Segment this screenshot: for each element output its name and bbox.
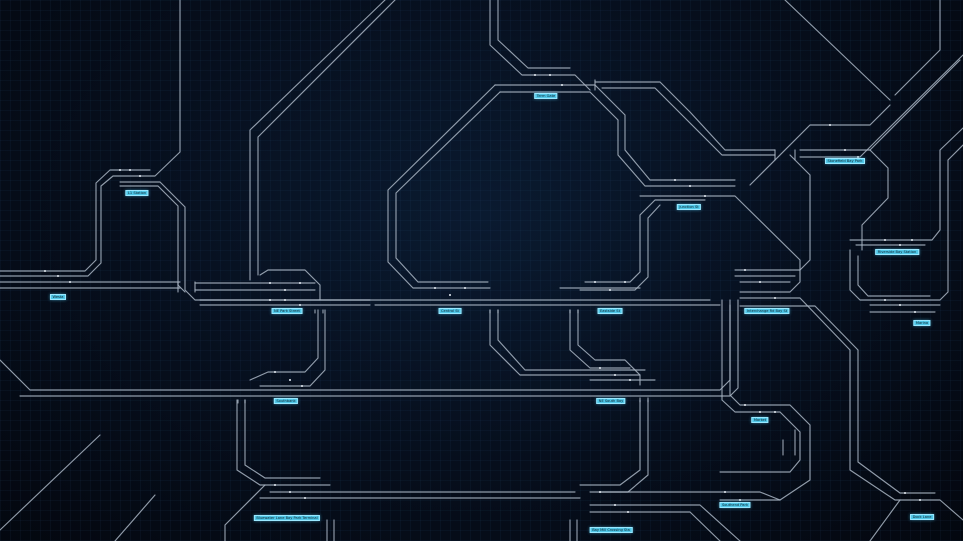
station-label[interactable]: Junction St bbox=[676, 204, 702, 210]
station-label[interactable]: Dock Lane bbox=[910, 514, 934, 520]
station-label[interactable]: Bay Mill Crossing Sta bbox=[589, 527, 633, 533]
station-label[interactable]: Eastside St bbox=[597, 308, 623, 314]
station-label[interactable]: Riverside Bay Station bbox=[875, 249, 919, 255]
station-label[interactable]: Stonefield Bay Park bbox=[825, 158, 865, 164]
station-label[interactable]: Southend Park bbox=[719, 502, 751, 508]
station-label[interactable]: Bluewater Lane Bay Park Terminal bbox=[253, 515, 321, 521]
station-label[interactable]: Central St bbox=[438, 308, 462, 314]
station-label[interactable]: Interchange Rd Bay St bbox=[744, 308, 790, 314]
station-label[interactable]: L1 Station bbox=[125, 190, 149, 196]
station-label[interactable]: NE Park Street bbox=[271, 308, 303, 314]
station-label[interactable]: Westa bbox=[49, 294, 67, 300]
station-label[interactable]: Marina bbox=[913, 320, 931, 326]
station-label[interactable]: Southbank bbox=[273, 398, 299, 404]
station-label[interactable]: NE South Bay bbox=[596, 398, 626, 404]
station-label[interactable]: Term Gate bbox=[534, 93, 558, 99]
station-label[interactable]: Market bbox=[751, 417, 769, 423]
